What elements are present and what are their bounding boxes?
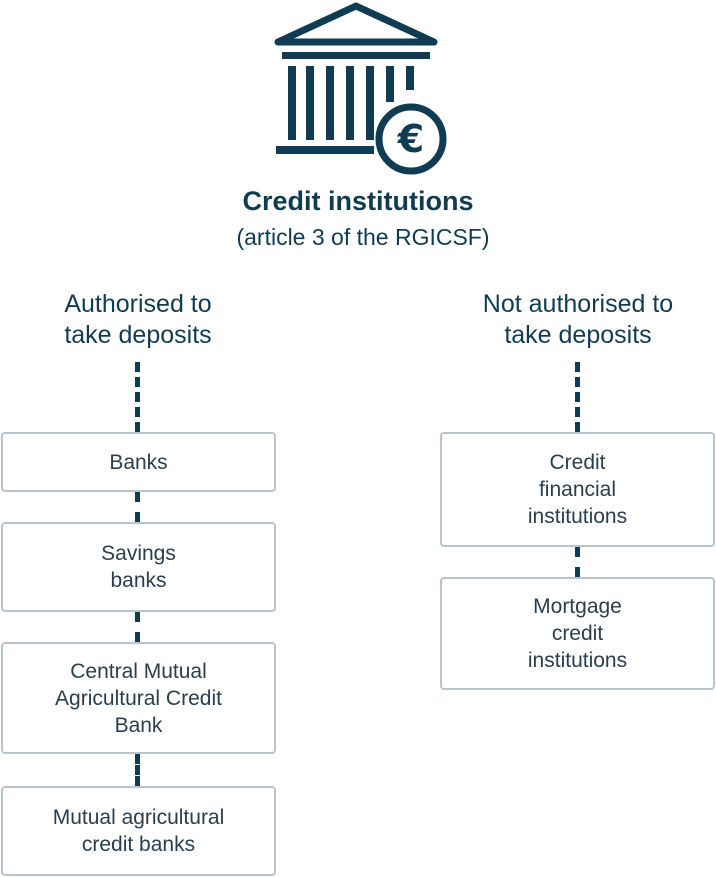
- box-line: Bank: [114, 713, 163, 737]
- left-heading-line: Authorised to: [64, 290, 212, 318]
- diagram-subtitle: (article 3 of the RGICSF): [236, 224, 490, 250]
- box-line: Mortgage: [533, 595, 622, 618]
- connector-line: [135, 612, 140, 642]
- box-line: financial: [538, 478, 617, 501]
- box-line: Mutual agricultural: [52, 806, 225, 829]
- box-credit-financial: Credit financial institutions: [440, 432, 715, 547]
- left-heading-line: take deposits: [64, 321, 212, 349]
- box-central-mutual: Central Mutual Agricultural Credit Bank: [1, 642, 276, 754]
- box-line: credit: [551, 622, 604, 645]
- box-line: Credit: [549, 451, 606, 474]
- right-heading-line: Not authorised to: [482, 290, 674, 318]
- diagram-title: Credit institutions: [242, 186, 474, 216]
- box-line: Banks: [109, 450, 168, 474]
- box-savings-banks: Savings banks: [1, 522, 276, 612]
- box-line: banks: [110, 569, 167, 592]
- right-heading-line: take deposits: [504, 321, 652, 349]
- box-mortgage-credit: Mortgage credit institutions: [440, 577, 715, 690]
- box-banks: Banks: [1, 432, 276, 492]
- box-line: Central Mutual: [70, 659, 207, 683]
- right-heading: Not authorised to take deposits: [440, 289, 716, 351]
- connector-line: [135, 362, 140, 432]
- box-line: credit banks: [81, 833, 196, 856]
- connector-line: [575, 547, 580, 577]
- box-line: Agricultural Credit: [55, 686, 222, 710]
- left-heading: Authorised to take deposits: [0, 289, 276, 351]
- box-mutual-agricultural: Mutual agricultural credit banks: [1, 786, 276, 876]
- svg-text:€: €: [397, 117, 424, 161]
- box-line: Savings: [101, 542, 176, 565]
- connector-line: [575, 362, 580, 432]
- box-line: institutions: [527, 505, 628, 528]
- box-line: institutions: [527, 649, 628, 672]
- bank-euro-icon: €: [274, 2, 447, 175]
- connector-line: [135, 754, 140, 786]
- connector-line: [135, 492, 140, 522]
